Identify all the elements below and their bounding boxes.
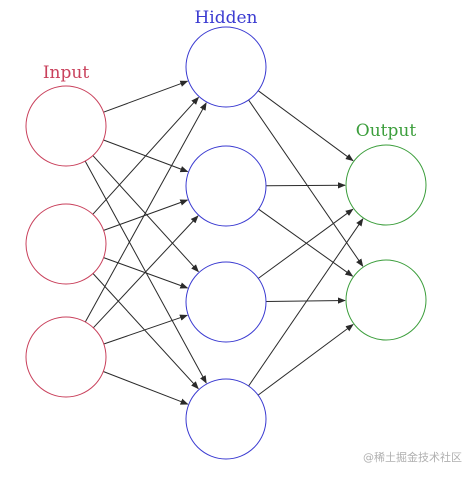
edge-input3-to-hidden2 <box>92 215 199 329</box>
edge-input1-to-hidden1 <box>103 80 189 113</box>
edge-hidden2-to-output2 <box>258 208 354 277</box>
edge-input3-to-hidden3 <box>103 314 188 345</box>
edge-input2-to-hidden3 <box>103 257 189 289</box>
output-node-2 <box>345 259 427 341</box>
neurons <box>25 26 427 460</box>
edge-hidden1-to-output2 <box>248 99 364 267</box>
input-node-2 <box>25 203 107 285</box>
watermark: @稀土掘金技术社区 <box>363 451 462 464</box>
output-layer-label: Output <box>356 121 417 141</box>
edge-hidden2-to-output1 <box>265 182 346 189</box>
edge-hidden1-to-output1 <box>257 90 354 162</box>
hidden-node-2 <box>185 145 267 227</box>
hidden-layer-label: Hidden <box>194 8 257 28</box>
hidden-node-4 <box>185 378 267 460</box>
input-layer-label: Input <box>43 63 89 83</box>
input-node-3 <box>25 316 107 398</box>
edge-hidden3-to-output1 <box>258 208 354 279</box>
edge-hidden4-to-output1 <box>248 218 364 387</box>
edge-hidden4-to-output2 <box>257 324 354 396</box>
connections <box>84 80 364 405</box>
edge-input3-to-hidden4 <box>103 371 189 405</box>
output-node-1 <box>345 144 427 226</box>
hidden-node-3 <box>185 261 267 343</box>
input-node-1 <box>25 85 107 167</box>
edge-input2-to-hidden2 <box>103 199 189 231</box>
hidden-node-1 <box>185 26 267 108</box>
edge-input3-to-hidden1 <box>84 102 207 323</box>
edge-hidden3-to-output2 <box>265 297 346 304</box>
edge-input2-to-hidden4 <box>92 273 199 390</box>
edge-input2-to-hidden1 <box>92 96 200 215</box>
